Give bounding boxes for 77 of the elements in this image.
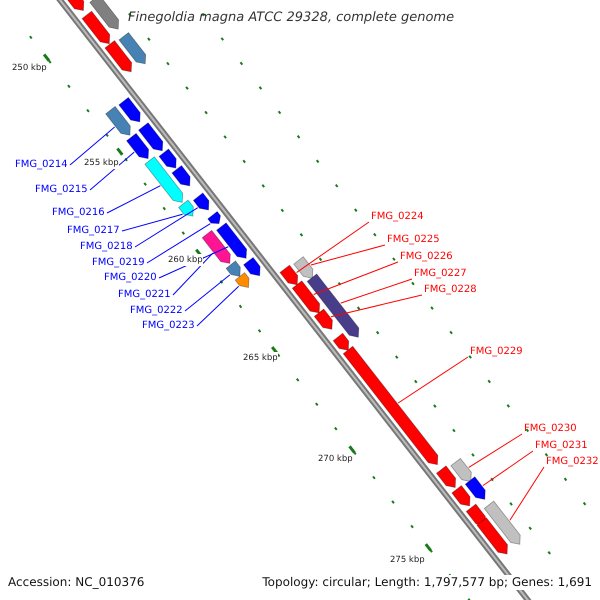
leader-line [468,434,522,468]
scale-label: 275 kbp [390,554,425,566]
footer-text: Accession: NC_010376 [8,575,144,590]
gene-block [89,0,119,30]
gene-block [314,308,333,330]
scale-label: 260 kbp [168,254,203,266]
gene-block [178,200,194,217]
gene-label: FMG_0224 [371,211,424,223]
gene-block [118,96,141,122]
gene-label: FMG_0214 [15,159,68,171]
gene-block [171,165,190,186]
gene-block [234,272,250,288]
gene-block [207,210,221,224]
gene-block [144,156,184,203]
gene-block [216,222,247,259]
gene-label: FMG_0226 [400,251,453,263]
gene-label: FMG_0218 [80,241,133,253]
leader-line [340,278,412,304]
leader-line [122,214,184,232]
gene-label: FMG_0220 [104,272,157,284]
gene-block [243,256,260,276]
gene-block [192,192,210,210]
leader-line [310,244,386,266]
gene-label: FMG_0215 [35,184,88,196]
leader-line [90,152,135,190]
footer-text: Topology: circular; Length: 1,797,577 bp; Genes: 1,691 [262,575,592,590]
gene-block [332,332,350,351]
scale-label: 250 kbp [12,62,47,74]
gene-block [158,148,177,168]
leader-line [509,466,544,521]
gene-label: FMG_0232 [546,456,599,468]
title: Finegoldia magna ATCC 29328, complete genome [128,10,454,26]
gene-block [464,476,486,500]
leader-line [398,356,468,404]
gene-label: FMG_0223 [142,320,195,332]
scale-label: 270 kbp [318,453,353,465]
leader-line [313,262,398,295]
gene-label: FMG_0217 [67,225,120,237]
gene-label: FMG_0225 [387,234,440,246]
gene-block [138,122,164,152]
gene-block [202,230,231,264]
gene-label: FMG_0229 [470,346,523,358]
gene-block [126,132,149,160]
gene-block [226,260,241,277]
gene-block [306,273,360,338]
scale-label: 265 kbp [243,352,278,364]
gene-label: FMG_0219 [92,257,145,269]
gene-label: FMG_0222 [130,305,183,317]
gene-block [292,280,320,314]
gene-label: FMG_0216 [52,207,105,219]
leader-line [330,294,422,318]
scale-label: 255 kbp [84,157,119,169]
gene-label: FMG_0228 [424,284,477,296]
gene-label: FMG_0230 [524,423,577,435]
gene-block [118,32,146,64]
gene-label: FMG_0231 [535,440,588,452]
gene-label: FMG_0221 [118,289,171,301]
leader-line [106,185,161,214]
gene-block [104,40,132,72]
leader-line [296,222,370,274]
gene-block [82,10,110,44]
gene-label: FMG_0227 [414,268,467,280]
gene-block [476,517,508,554]
leader-line [134,207,198,248]
leader-line [184,274,230,312]
gene-block [450,458,472,482]
gene-block [484,500,521,545]
leader-line [482,450,534,486]
gene-block [105,106,131,136]
gene-block [279,264,298,286]
leader-line [70,126,116,166]
gene-block [436,465,456,488]
leader-line [196,286,240,326]
gene-block [293,256,314,279]
leader-line [172,252,214,296]
leader-line [146,223,211,264]
gene-block [451,485,470,506]
